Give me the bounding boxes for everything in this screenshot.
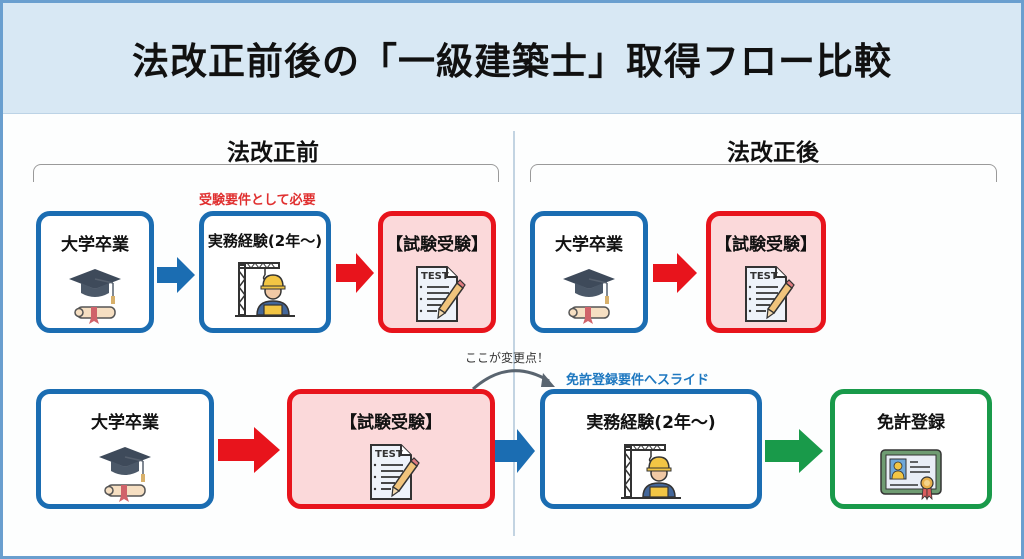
svg-text:TEST: TEST: [375, 449, 403, 460]
graduation-cap-diploma-icon: [559, 263, 619, 329]
change-point-note: ここが変更点！: [465, 351, 550, 365]
flow-step-exam-bottom: 【試験受験】 TEST: [287, 389, 495, 509]
flow-step-license: 免許登録: [830, 389, 992, 509]
section-divider: [513, 131, 515, 536]
license-certificate-icon: [878, 447, 944, 507]
flow-step-graduation-before: 大学卒業: [36, 211, 154, 333]
construction-worker-crane-icon: [619, 441, 683, 507]
test-paper-pencil-icon: TEST: [736, 263, 796, 329]
step-label: 【試験受験】: [386, 235, 488, 255]
flow-step-exam-after: 【試験受験】 TEST: [706, 211, 826, 333]
flow-step-exam-before: 【試験受験】 TEST: [378, 211, 496, 333]
step-label: 免許登録: [877, 413, 945, 433]
arrow-right-icon: [157, 257, 195, 293]
step-label: 大学卒業: [555, 235, 623, 255]
arrow-right-icon: [653, 253, 697, 293]
flow-step-graduation-after: 大学卒業: [530, 211, 648, 333]
svg-text:TEST: TEST: [421, 271, 449, 282]
graduation-cap-diploma-icon: [95, 441, 155, 507]
test-paper-pencil-icon: TEST: [361, 441, 421, 507]
section-brace-after: [530, 164, 997, 182]
step-label: 【試験受験】: [340, 413, 442, 433]
page-title: 法改正前後の「一級建築士」取得フロー比較: [132, 40, 892, 83]
arrow-right-icon: [765, 429, 823, 473]
step-label: 実務経験(2年〜): [586, 413, 716, 433]
flow-step-experience-before: 実務経験(2年〜): [199, 211, 331, 333]
slide-note: 免許登録要件へスライド: [566, 373, 710, 388]
flow-step-experience-bottom: 実務経験(2年〜): [540, 389, 762, 509]
construction-worker-crane-icon: [233, 259, 297, 325]
step-label: 実務経験(2年〜): [207, 232, 323, 250]
arrow-right-icon: [495, 429, 535, 473]
flow-step-graduation-bottom: 大学卒業: [36, 389, 214, 509]
section-title-before: 法改正前: [227, 140, 319, 166]
test-paper-pencil-icon: TEST: [407, 263, 467, 329]
header-banner: 法改正前後の「一級建築士」取得フロー比較: [3, 3, 1021, 114]
step-label: 大学卒業: [91, 413, 159, 433]
section-brace-before: [33, 164, 499, 182]
svg-text:TEST: TEST: [750, 271, 778, 282]
arrow-right-icon: [336, 253, 374, 293]
step-label: 大学卒業: [61, 235, 129, 255]
arrow-right-icon: [218, 427, 280, 473]
graduation-cap-diploma-icon: [65, 263, 125, 329]
section-title-after: 法改正後: [727, 140, 819, 166]
requirement-annotation: 受験要件として必要: [199, 193, 316, 208]
curved-arrow-icon: [472, 369, 555, 391]
step-label: 【試験受験】: [715, 235, 817, 255]
